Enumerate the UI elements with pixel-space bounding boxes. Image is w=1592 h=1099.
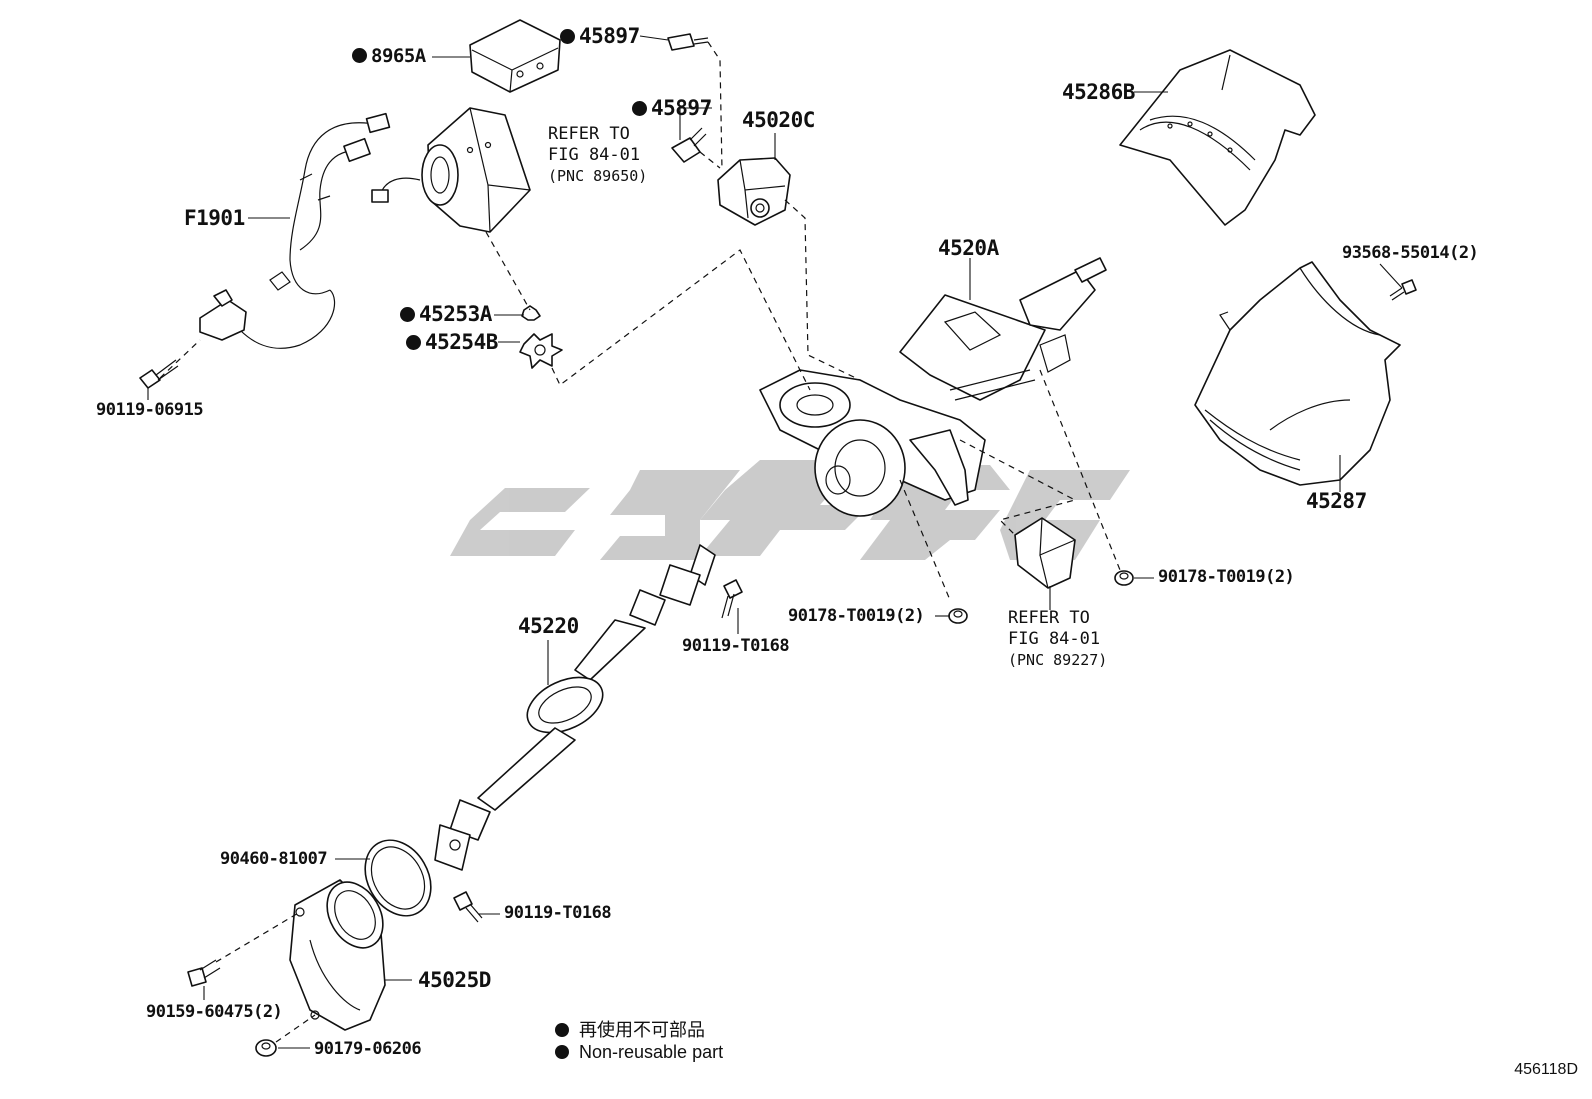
non-reusable-marker — [555, 1023, 569, 1037]
part-label-45020C[interactable]: 45020C — [742, 108, 815, 132]
part-45287-drawing — [1194, 261, 1401, 486]
refer-note-line2: FIG 84-01 — [1008, 629, 1101, 650]
part-45286B-drawing — [1119, 49, 1316, 226]
part-4520A-drawing — [759, 257, 1107, 517]
refer-note-89227[interactable]: REFER TO FIG 84-01 (PNC 89227) — [1008, 608, 1107, 669]
part-93568-55014-drawing — [1389, 279, 1417, 301]
diagram-code: 456118D — [1514, 1061, 1578, 1078]
part-label-45253A[interactable]: 45253A — [400, 304, 492, 325]
refer-note-line3: (PNC 89650) — [548, 166, 648, 185]
part-label-45286B[interactable]: 45286B — [1062, 80, 1135, 104]
non-reusable-marker — [632, 101, 647, 116]
part-90119-06915-drawing — [139, 359, 179, 389]
part-label-90179-06206[interactable]: 90179-06206 — [314, 1039, 422, 1059]
part-label-45897-upper[interactable]: 45897 — [560, 26, 640, 47]
part-label-45897-lower[interactable]: 45897 — [632, 98, 712, 119]
part-label-90178-T0019-right[interactable]: 90178-T0019(2) — [1158, 567, 1295, 587]
non-reusable-marker — [400, 307, 415, 322]
refer-note-89650[interactable]: REFER TO FIG 84-01 (PNC 89650) — [548, 124, 647, 185]
part-45254B-drawing — [519, 333, 563, 369]
part-90178-T0019-right-drawing — [1114, 570, 1134, 586]
non-reusable-marker — [352, 48, 367, 63]
legend-line1: 再使用不可部品 — [579, 1020, 705, 1040]
leader-lines — [147, 35, 1403, 1049]
refer-note-line3: (PNC 89227) — [1008, 650, 1108, 669]
part-label-45220[interactable]: 45220 — [518, 614, 579, 638]
power-steering-ecu-drawing — [1014, 517, 1076, 589]
refer-note-line1: REFER TO — [548, 124, 630, 144]
assembly-dashed-lines — [159, 41, 1121, 1043]
part-label-8965A[interactable]: 8965A — [352, 47, 426, 66]
part-90178-T0019-left-drawing — [948, 608, 968, 624]
part-label-90119-T0168-lower[interactable]: 90119-T0168 — [504, 903, 612, 923]
part-45025D-drawing — [289, 879, 386, 1031]
non-reusable-marker — [560, 29, 575, 44]
refer-note-line1: REFER TO — [1008, 608, 1090, 628]
non-reusable-marker — [555, 1045, 569, 1059]
part-45220-drawing — [434, 544, 716, 871]
part-45897-upper-drawing — [667, 33, 709, 51]
part-8965A-drawing — [469, 19, 561, 93]
part-label-90178-T0019-left[interactable]: 90178-T0019(2) — [788, 606, 925, 626]
part-90159-60475-drawing — [187, 959, 221, 987]
legend-line2: Non-reusable part — [579, 1042, 724, 1062]
part-label-45254B[interactable]: 45254B — [406, 332, 498, 353]
part-90179-06206-drawing — [255, 1039, 277, 1057]
legend-english: Non-reusable part — [555, 1042, 723, 1063]
part-90119-T0168-lower-drawing — [453, 891, 483, 923]
part-label-93568-55014[interactable]: 93568-55014(2) — [1342, 243, 1479, 263]
part-label-45287[interactable]: 45287 — [1306, 489, 1367, 513]
part-label-90119-T0168-upper[interactable]: 90119-T0168 — [682, 636, 790, 656]
part-label-45025D[interactable]: 45025D — [418, 968, 491, 992]
refer-note-line2: FIG 84-01 — [548, 145, 641, 166]
part-90119-T0168-upper-drawing — [721, 579, 743, 619]
part-45897-lower-drawing — [671, 127, 707, 163]
part-45020C-drawing — [717, 157, 791, 226]
spiral-cable-drawing — [371, 107, 531, 233]
part-label-90159-60475[interactable]: 90159-60475(2) — [146, 1002, 283, 1022]
part-45253A-drawing — [521, 305, 541, 321]
part-label-90460-81007[interactable]: 90460-81007 — [220, 849, 328, 869]
non-reusable-marker — [406, 335, 421, 350]
part-label-90119-06915[interactable]: 90119-06915 — [96, 400, 204, 420]
legend-japanese: 再使用不可部品 — [555, 1016, 705, 1042]
part-90460-81007-drawing — [364, 839, 432, 917]
part-F1901-drawing — [199, 112, 391, 349]
part-label-F1901[interactable]: F1901 — [184, 206, 245, 230]
part-label-4520A[interactable]: 4520A — [938, 236, 999, 260]
